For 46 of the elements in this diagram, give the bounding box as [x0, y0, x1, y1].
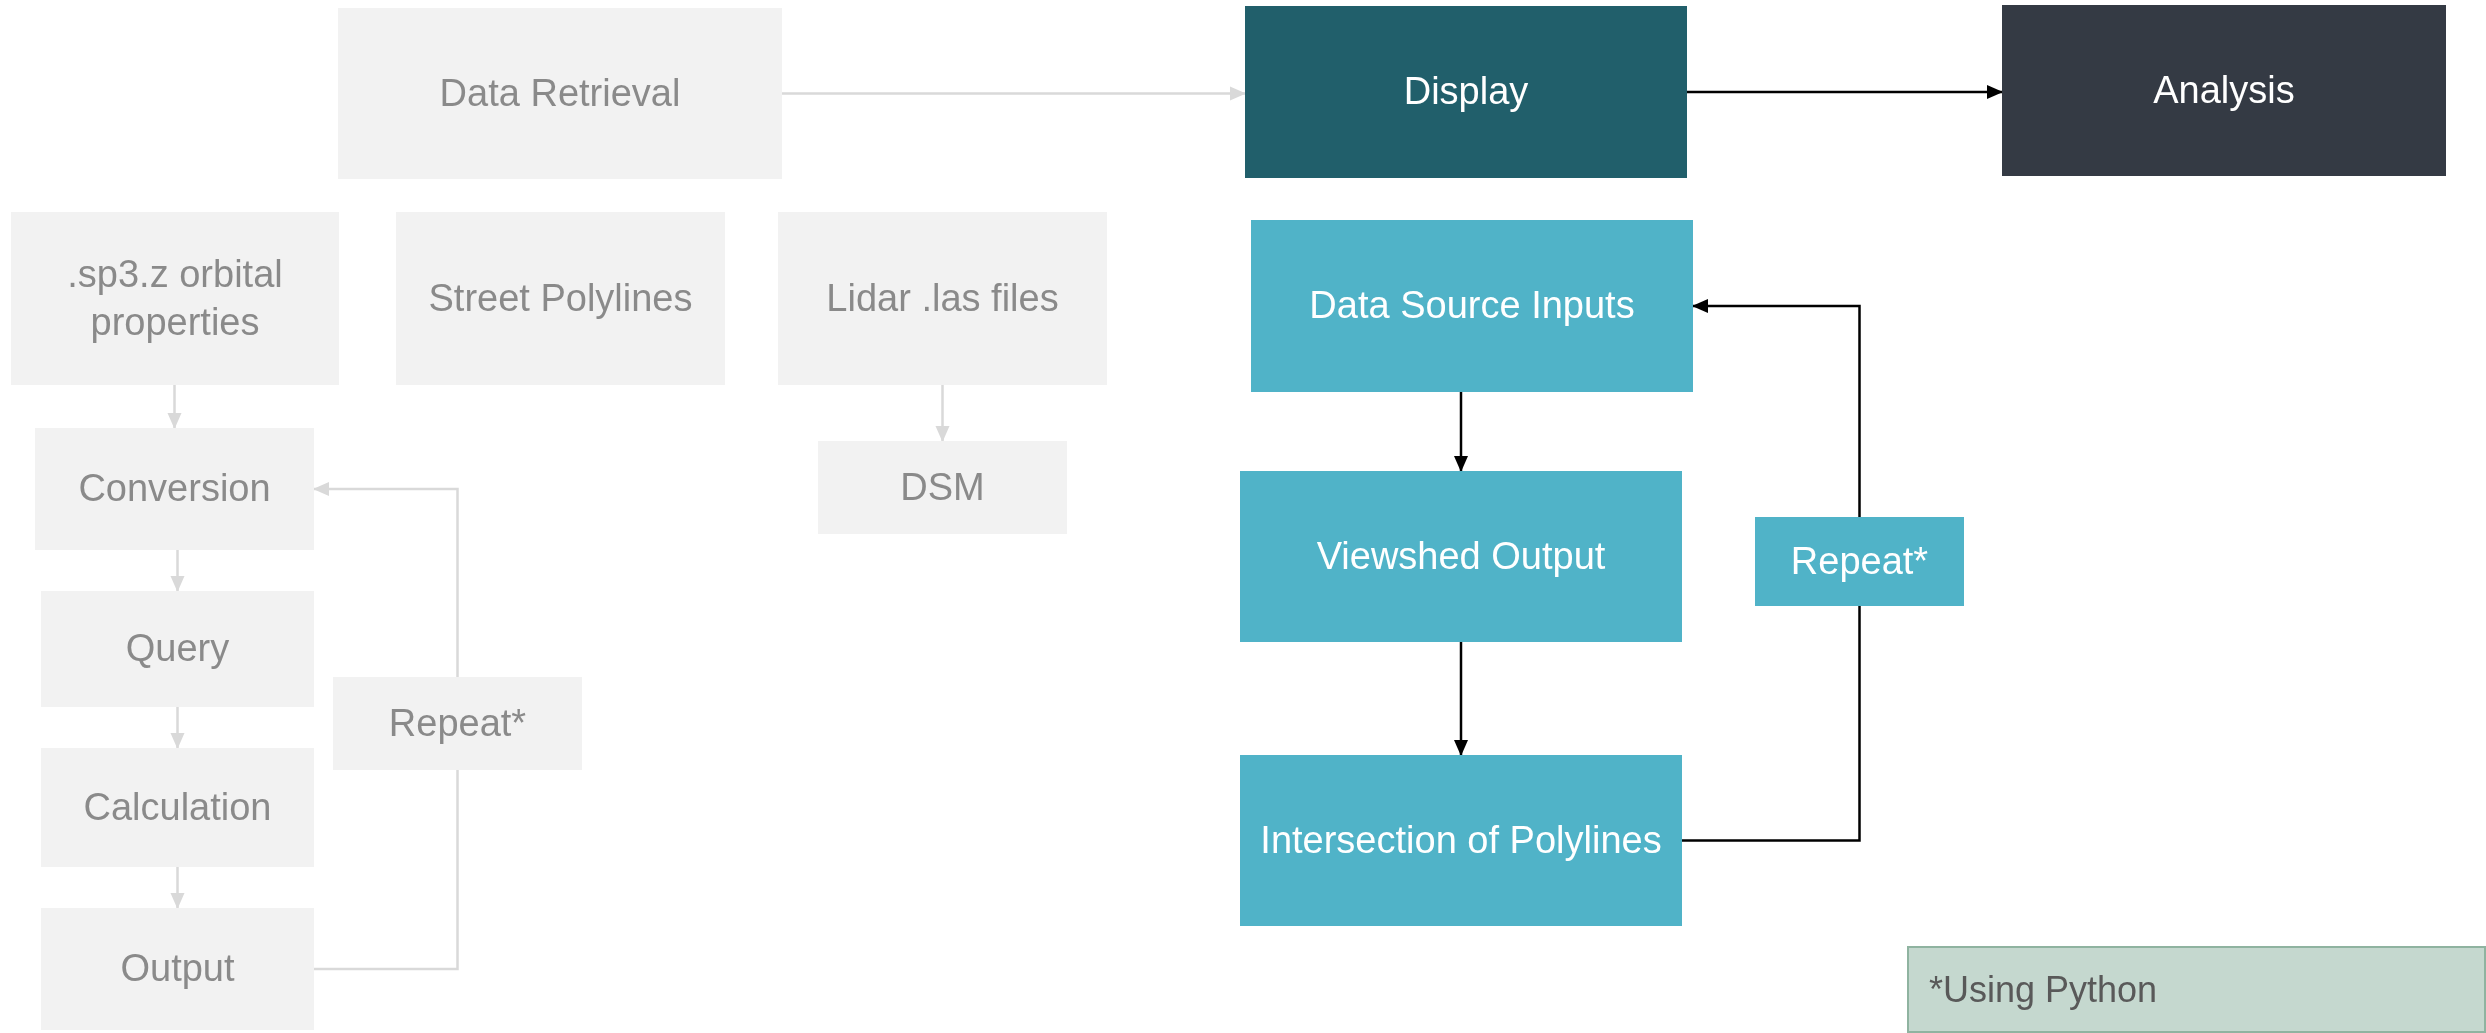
arrow	[170, 707, 185, 749]
arrow	[167, 385, 182, 429]
box-label: Repeat*	[1790, 538, 1929, 584]
box-label: Viewshed Output	[1316, 533, 1606, 579]
box-label: Data Source Inputs	[1309, 283, 1635, 329]
box-label: Street Polylines	[428, 275, 693, 321]
arrow	[170, 867, 185, 909]
process-box	[338, 8, 782, 179]
arrow	[313, 482, 459, 677]
process-box	[1245, 6, 1687, 178]
process-box	[2002, 5, 2446, 176]
box-label: Analysis	[2153, 67, 2295, 113]
box-label: Conversion	[78, 466, 271, 512]
box-label: Repeat*	[388, 700, 527, 746]
process-box	[11, 212, 339, 385]
arrow	[935, 385, 950, 442]
process-box	[35, 428, 314, 550]
box-label: .sp3.z orbital properties	[66, 252, 284, 345]
connector-line	[314, 770, 459, 971]
arrow	[782, 86, 1246, 101]
box-label: Display	[1403, 69, 1529, 115]
box-label: Data Retrieval	[439, 70, 681, 116]
note-box	[1907, 946, 2486, 1033]
footnote-text: *Using Python	[1929, 968, 2158, 1012]
arrow	[1692, 299, 1861, 517]
box-label: DSM	[900, 464, 985, 510]
box-label: Intersection of Polylines	[1260, 817, 1662, 863]
process-box	[778, 212, 1107, 385]
process-box	[1755, 517, 1964, 606]
box-label: Calculation	[83, 784, 272, 830]
box-label: Query	[125, 626, 230, 672]
arrow	[170, 550, 185, 592]
process-box	[1240, 471, 1682, 642]
process-box	[333, 677, 582, 770]
connector-line	[1682, 606, 1861, 842]
arrow	[1687, 85, 2003, 99]
box-label: Output	[120, 946, 235, 992]
process-box	[41, 591, 314, 707]
process-box	[41, 748, 314, 867]
process-box	[1240, 755, 1682, 926]
box-label: Lidar .las files	[826, 275, 1059, 321]
process-box	[1251, 220, 1693, 392]
process-box	[818, 441, 1067, 534]
arrow	[1454, 392, 1468, 472]
process-box	[41, 908, 314, 1030]
arrow	[1454, 642, 1468, 756]
